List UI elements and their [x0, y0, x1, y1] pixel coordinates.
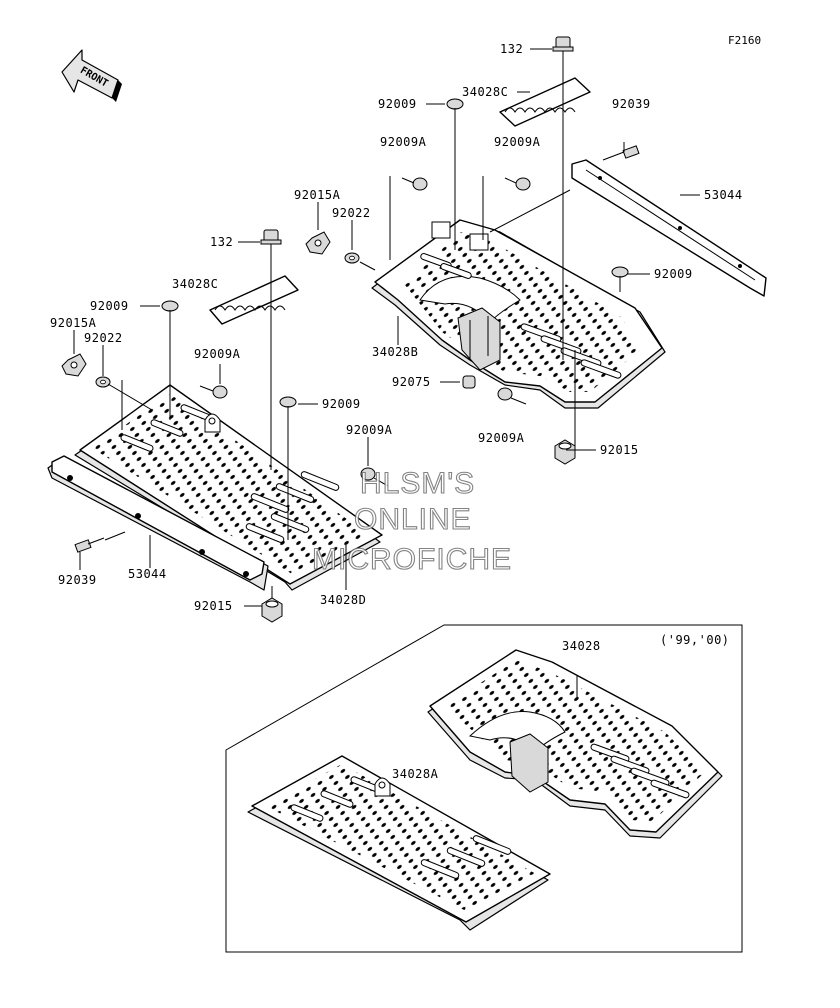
bolt-92009-mid-icon	[279, 396, 297, 422]
callout-34028b: 34028B	[372, 345, 418, 359]
callout-92075: 92075	[392, 375, 431, 389]
callout-92039-top: 92039	[612, 97, 651, 111]
inset-panel: ('99,'00)	[225, 624, 743, 953]
bolt-92009a-right-top-icon	[504, 177, 531, 191]
nut-92015a-left-icon	[61, 353, 87, 377]
callout-92015-bottom: 92015	[194, 599, 233, 613]
callout-34028c-mid: 34028C	[172, 277, 218, 291]
figure-code: F2160	[728, 34, 761, 47]
callout-92009-left: 92009	[90, 299, 129, 313]
washer-92022-left-icon	[95, 376, 111, 388]
guard-34028c-top-icon	[499, 77, 591, 127]
watermark-line-3: MICROFICHE	[312, 543, 512, 576]
rail-53044-bottom	[47, 455, 269, 591]
front-direction-arrow-icon: FRONT	[61, 49, 122, 102]
bolt-92009-right-icon	[611, 266, 629, 292]
bolt-92009-left-icon	[161, 300, 179, 326]
callout-92022-left: 92022	[84, 331, 123, 345]
callout-92009-mid: 92009	[322, 397, 361, 411]
carrier-34028b-slots	[420, 253, 622, 379]
callout-92009a-center: 92009A	[346, 423, 393, 437]
nut-92015a-mid-icon	[305, 231, 331, 255]
callout-34028a-inset: 34028A	[392, 767, 439, 781]
bolt-92009a-right-mid-icon	[497, 387, 527, 405]
callout-34028-inset: 34028	[562, 639, 601, 653]
bolt-92009-top-icon	[446, 98, 464, 124]
callout-53044-top: 53044	[704, 188, 743, 202]
watermark-line-1: HLSM'S	[360, 467, 475, 500]
bolt-92009a-center-icon	[360, 467, 389, 487]
rail-53044-top	[571, 159, 767, 297]
callout-labels: 132 34028C 92009 92009A 92009A 92039 530…	[50, 42, 743, 613]
inset-year-note: ('99,'00)	[660, 633, 730, 647]
grommet-92075-icon	[462, 375, 476, 389]
watermark: HLSM'S ONLINE MICROFICHE	[311, 466, 512, 576]
carrier-34028d-slots	[120, 404, 340, 543]
callout-92009a-right-top: 92009A	[494, 135, 541, 149]
bolt-132-mid-icon	[260, 229, 282, 256]
callout-92009a-left-mid: 92009A	[194, 347, 241, 361]
callout-92015a-mid: 92015A	[294, 188, 341, 202]
nut-92015-bottom-icon	[261, 597, 283, 623]
front-carrier-34028d	[74, 384, 383, 591]
callout-132-mid: 132	[210, 235, 233, 249]
pin-92039-top-icon	[602, 145, 640, 161]
callout-132-top: 132	[500, 42, 523, 56]
callout-53044-bottom: 53044	[128, 567, 167, 581]
callout-92009-top: 92009	[378, 97, 417, 111]
bolt-132-top-icon	[552, 36, 574, 64]
washer-92022-mid-icon	[344, 252, 360, 264]
callout-92009a-left-top: 92009A	[380, 135, 427, 149]
rear-carrier-34028b	[371, 219, 666, 409]
inset-carrier-34028a	[247, 755, 551, 931]
inset-carrier-34028-slots	[590, 743, 690, 799]
callout-92009-right: 92009	[654, 267, 693, 281]
callout-92015-right: 92015	[600, 443, 639, 457]
callout-92039-bottom: 92039	[58, 573, 97, 587]
callout-92015a-left: 92015A	[50, 316, 97, 330]
leader-lines	[73, 48, 700, 607]
guard-34028c-mid-icon	[209, 275, 299, 325]
inset-carrier-34028	[427, 649, 723, 839]
callout-34028d: 34028D	[320, 593, 366, 607]
nut-92015-right-icon	[554, 439, 576, 465]
bolt-92009a-left-top-icon	[401, 177, 428, 191]
callout-34028c-top: 34028C	[462, 85, 508, 99]
pin-92039-bottom-icon	[74, 537, 105, 553]
callout-92022-mid: 92022	[332, 206, 371, 220]
bolt-92009a-left-mid-icon	[199, 385, 228, 399]
callout-92009a-right-mid: 92009A	[478, 431, 525, 445]
watermark-line-2: ONLINE	[354, 503, 472, 536]
